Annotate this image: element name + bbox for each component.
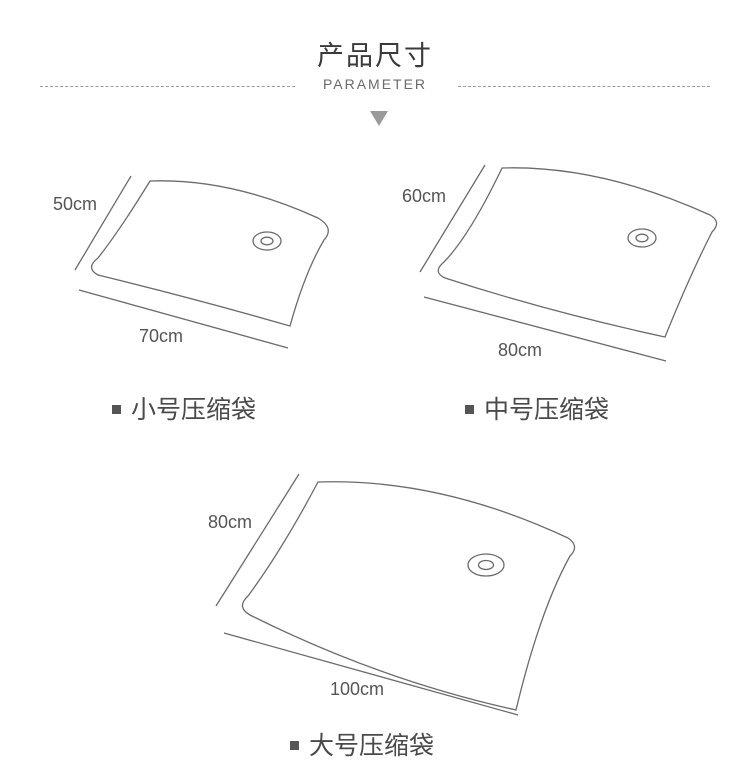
large-width-label: 100cm: [330, 679, 385, 699]
medium-height-label: 60cm: [402, 186, 447, 206]
large-bag-icon: [215, 473, 576, 716]
medium-width-label: 80cm: [498, 340, 543, 360]
large-height-label: 80cm: [208, 512, 253, 532]
bullet-icon: [465, 404, 474, 414]
large-bag-label: 大号压缩袋: [290, 726, 434, 762]
divider-left: [40, 86, 295, 87]
page-subtitle: PARAMETER: [322, 76, 428, 92]
medium-bag-name: 中号压缩袋: [484, 395, 610, 424]
small-bag-label: 小号压缩袋: [112, 390, 256, 426]
medium-bag-icon: [419, 164, 718, 362]
small-bag-name: 小号压缩袋: [131, 395, 257, 424]
small-width-label: 70cm: [139, 326, 184, 346]
bullet-icon: [290, 740, 299, 750]
page-title: 产品尺寸: [317, 41, 433, 72]
small-height-label: 50cm: [53, 194, 98, 214]
divider-right: [458, 86, 710, 87]
bullet-icon: [112, 404, 121, 414]
small-bag-icon: [74, 175, 329, 349]
medium-bag-label: 中号压缩袋: [465, 390, 609, 426]
large-bag-name: 大号压缩袋: [309, 731, 435, 760]
down-arrow-icon: [370, 111, 388, 126]
